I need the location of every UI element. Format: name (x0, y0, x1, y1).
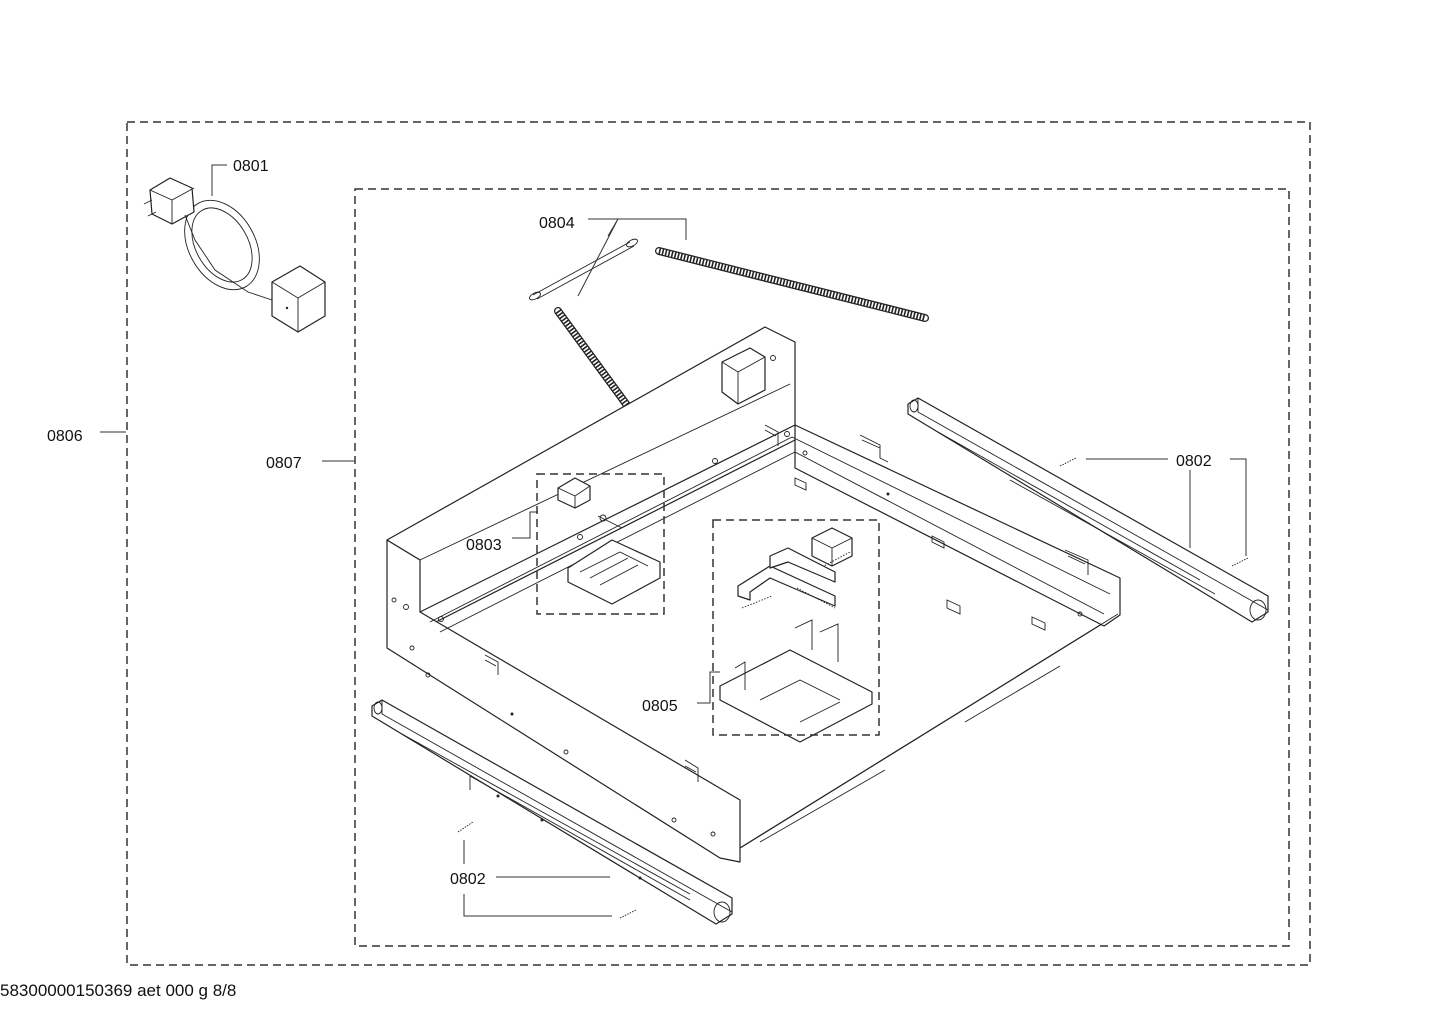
bracket-0803 (557, 477, 661, 605)
power-cord-0801 (143, 177, 326, 333)
screws-0802 (457, 457, 1249, 919)
group-frame-0806 (126, 121, 1311, 966)
label-0805: 0805 (642, 698, 678, 715)
label-0802-left: 0802 (450, 871, 486, 888)
latch-assembly-0805 (719, 527, 873, 743)
label-0807: 0807 (266, 455, 302, 472)
drawer-frame (386, 326, 1121, 863)
drawing-code: 58300000150369 aet 000 g 8/8 (0, 981, 237, 1000)
leader-lines (100, 164, 1247, 917)
label-0806: 0806 (47, 428, 83, 445)
label-0801: 0801 (233, 158, 269, 175)
group-frame-0805 (712, 519, 880, 736)
group-frame-0803 (536, 473, 665, 615)
label-0804: 0804 (539, 215, 575, 232)
rail-right-0802 (907, 397, 1269, 623)
label-0803: 0803 (466, 537, 502, 554)
rail-left-0802 (371, 699, 733, 925)
label-0802-right: 0802 (1176, 453, 1212, 470)
group-frame-0807 (354, 188, 1290, 947)
